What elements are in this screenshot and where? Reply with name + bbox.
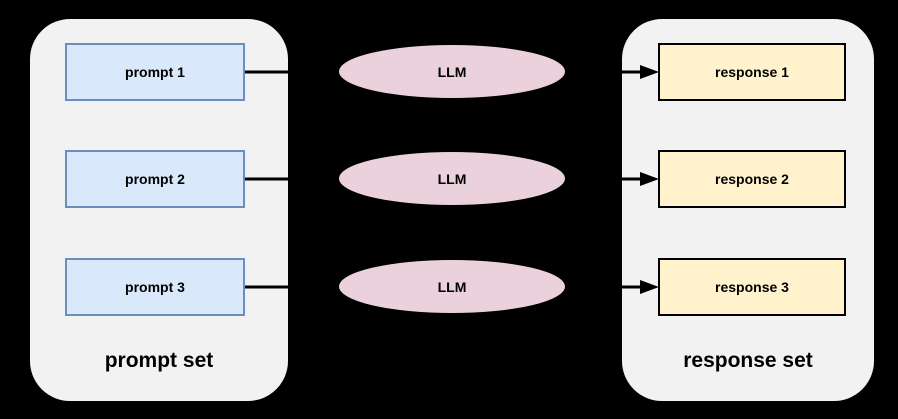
prompt-box-2: prompt 2 xyxy=(65,150,245,208)
llm-ellipse-1: LLM xyxy=(337,43,567,100)
response-set-label: response set xyxy=(683,349,813,372)
llm-ellipse-2: LLM xyxy=(337,150,567,207)
prompt-box-3: prompt 3 xyxy=(65,258,245,316)
response-box-3: response 3 xyxy=(658,258,846,316)
llm-ellipse-3: LLM xyxy=(337,258,567,315)
response-box-1: response 1 xyxy=(658,43,846,101)
prompt-box-1: prompt 1 xyxy=(65,43,245,101)
prompt-set-label: prompt set xyxy=(104,349,214,372)
response-box-2: response 2 xyxy=(658,150,846,208)
